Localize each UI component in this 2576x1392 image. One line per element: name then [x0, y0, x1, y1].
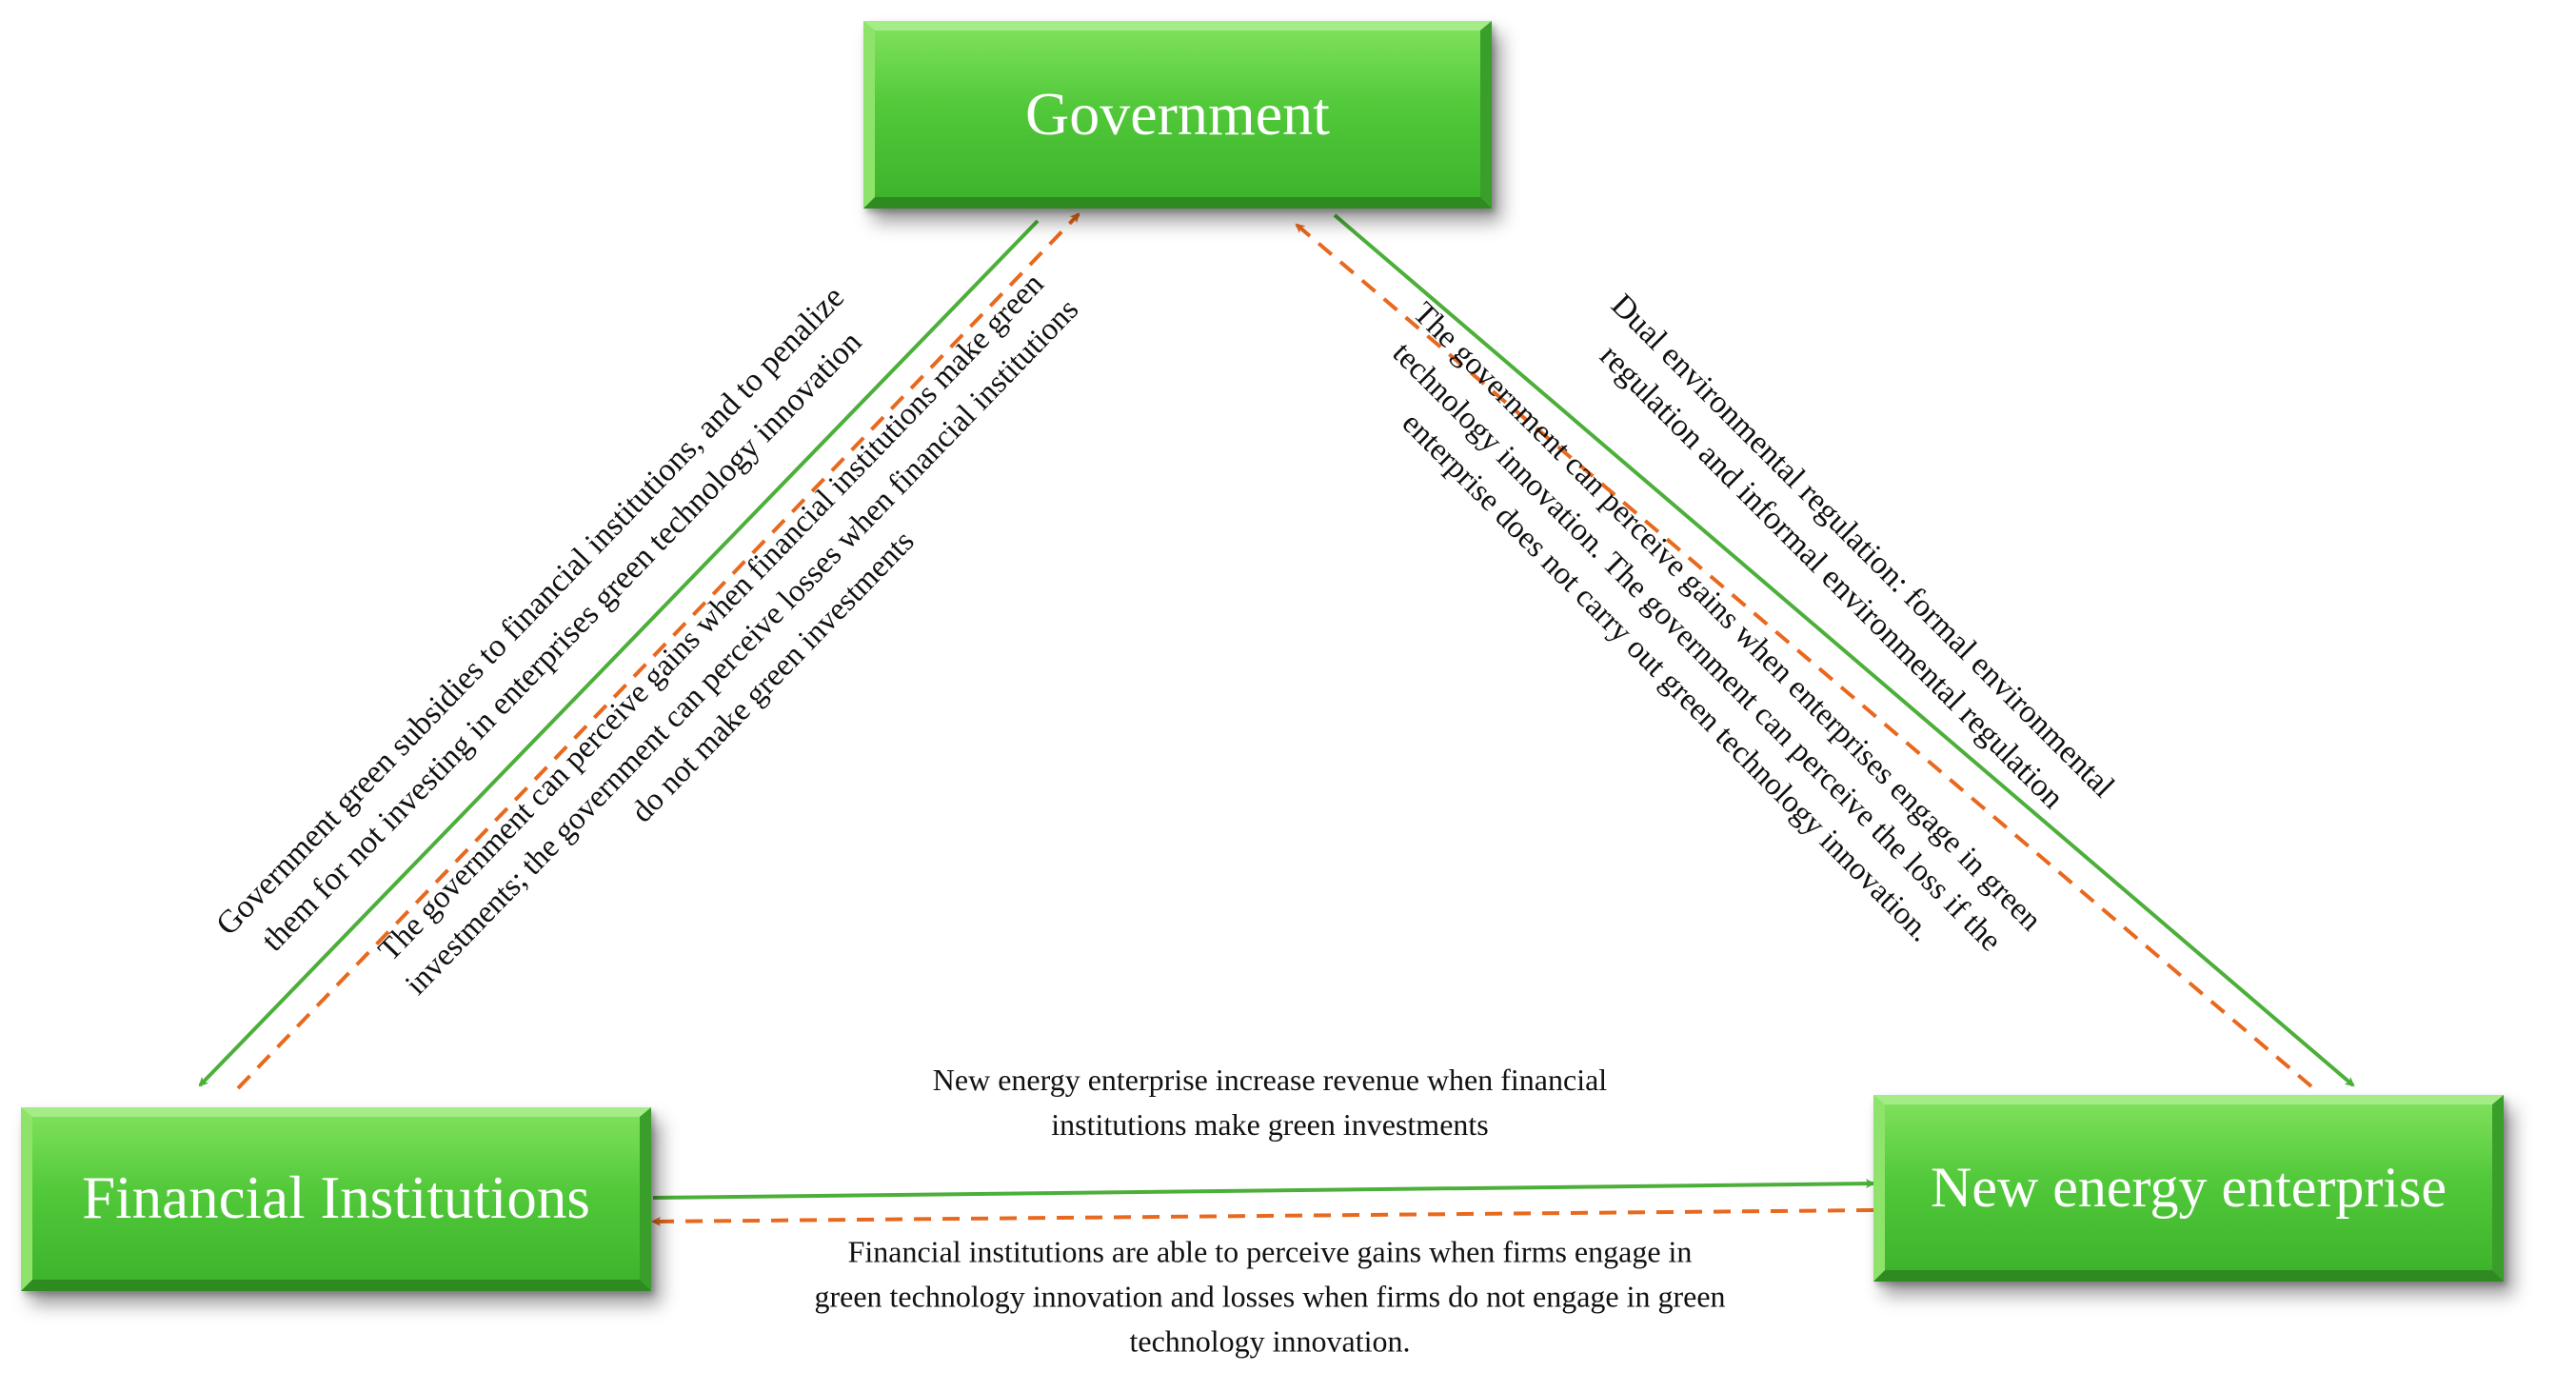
label-ne-to-gov: The government can perceive gains when e…: [1386, 296, 2049, 959]
arrow-ne-to-fi: [651, 1208, 1874, 1226]
node-financial-institutions-label: Financial Institutions: [82, 1164, 590, 1231]
label-line: Financial institutions are able to perce…: [847, 1234, 1693, 1269]
arrow-fi-to-ne: [652, 1179, 1875, 1200]
node-new-energy-enterprise-label: New energy enterprise: [1931, 1155, 2447, 1219]
node-government-label: Government: [1025, 79, 1330, 148]
node-financial-institutions: Financial Institutions: [21, 1107, 651, 1291]
arrow-gov-to-ne: [1333, 213, 2355, 1087]
label-line: institutions make green investments: [1051, 1107, 1489, 1142]
node-government: Government: [863, 21, 1492, 209]
label-line: green technology innovation and losses w…: [814, 1279, 1726, 1314]
arrow-gov-to-fi: [198, 219, 1040, 1087]
label-line: technology innovation.: [1129, 1323, 1411, 1359]
label-gov-to-fi: Government green subsidies to financial …: [209, 280, 868, 959]
arrow-ne-to-gov: [1295, 223, 2313, 1088]
node-new-energy-enterprise: New energy enterprise: [1873, 1095, 2504, 1282]
label-fi-to-gov: The government can perceive gains when f…: [372, 267, 1085, 1002]
label-gov-to-ne: Dual environmental regulation: formal en…: [1593, 288, 2121, 816]
label-line: New energy enterprise increase revenue w…: [932, 1063, 1608, 1097]
arrow-fi-to-gov: [236, 212, 1080, 1090]
